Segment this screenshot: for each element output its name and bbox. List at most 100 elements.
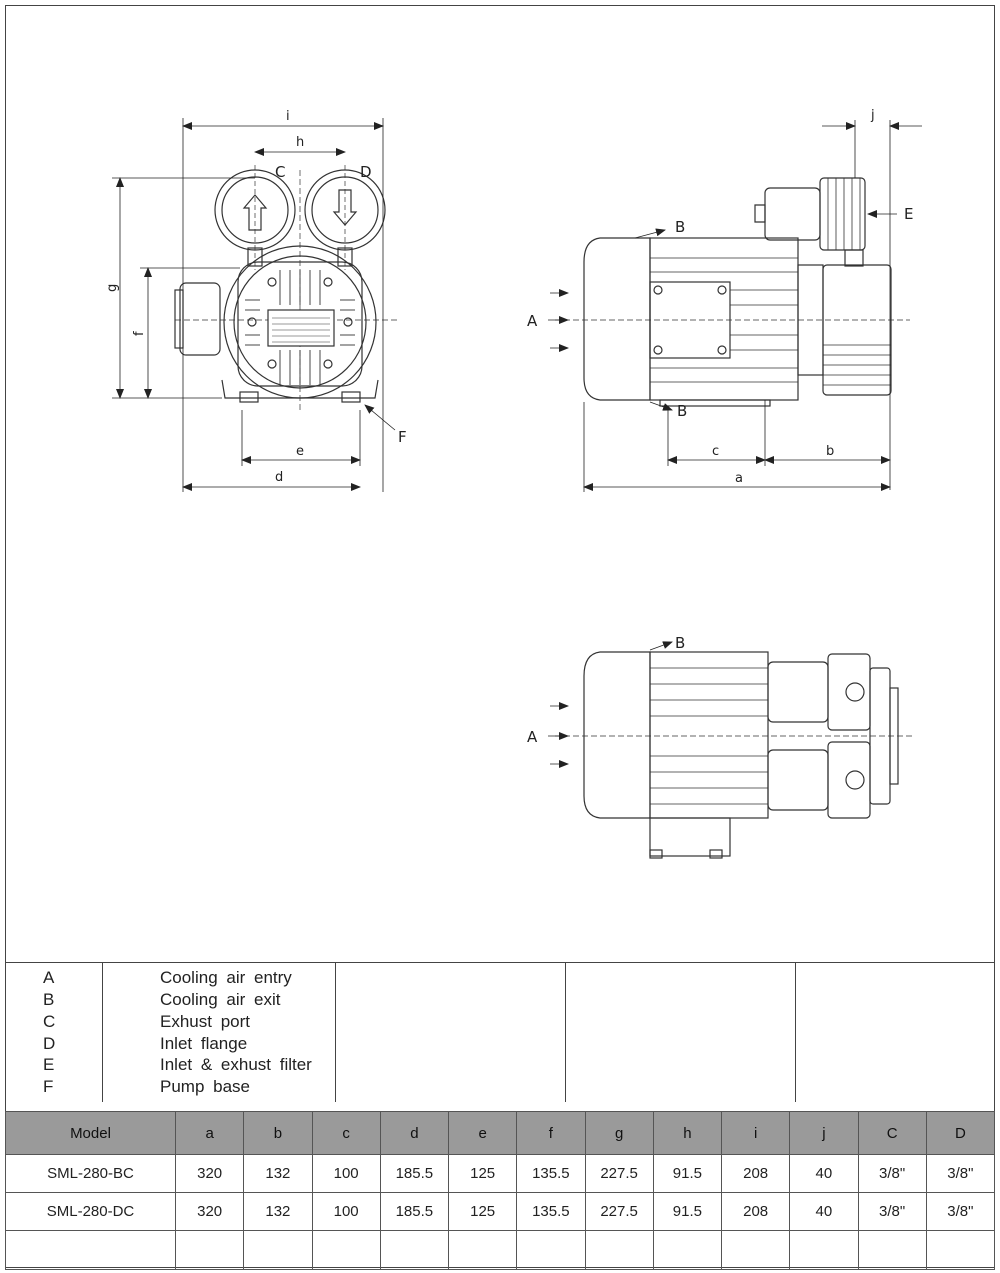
label-B-topview: B — [675, 634, 685, 652]
label-E: E — [904, 205, 913, 223]
table-cell: 91.5 — [652, 1154, 723, 1193]
dim-label-h: h — [296, 135, 304, 150]
legend-text: Inlet flange — [160, 1034, 248, 1053]
column-header: f — [516, 1111, 586, 1155]
table-cell: 100 — [311, 1192, 381, 1231]
label-D: D — [360, 163, 372, 181]
table-cell: 135.5 — [516, 1192, 586, 1231]
dim-label-c: c — [712, 444, 719, 459]
table-row-empty — [5, 1230, 996, 1270]
label-F: F — [398, 428, 407, 446]
table-cell: 3/8" — [857, 1192, 927, 1231]
table-cell: 132 — [243, 1192, 313, 1231]
legend-code: B — [43, 990, 55, 1009]
legend-code: F — [43, 1077, 54, 1096]
legend-blank-column — [335, 963, 566, 1102]
table-cell-empty — [243, 1230, 313, 1270]
table-cell: 208 — [720, 1154, 791, 1193]
table-cell: 227.5 — [584, 1192, 654, 1231]
dim-label-g: g — [105, 284, 120, 292]
table-cell: SML-280-BC — [5, 1154, 176, 1193]
label-A-side: A — [527, 312, 538, 330]
table-cell: 125 — [447, 1192, 518, 1231]
dim-label-i: i — [286, 109, 290, 124]
legend-blank-column — [565, 963, 796, 1102]
side-view-dimensions — [548, 120, 922, 492]
table-cell-empty — [720, 1230, 791, 1270]
dim-label-f: f — [132, 331, 147, 336]
table-cell-empty — [5, 1230, 176, 1270]
legend-text: Inlet & exhust filter — [160, 1055, 312, 1074]
legend-code: C — [43, 1012, 56, 1031]
table-cell: 135.5 — [516, 1154, 586, 1193]
table-cell-empty — [516, 1230, 586, 1270]
table-cell-empty — [789, 1230, 859, 1270]
dim-label-d: d — [275, 470, 283, 485]
column-header: d — [379, 1111, 450, 1155]
legend-text: Cooling air entry — [160, 968, 292, 987]
legend-divider — [102, 963, 103, 1102]
table-cell: 320 — [174, 1154, 245, 1193]
table-cell-empty — [857, 1230, 927, 1270]
diagram-labels: i h g f e d C D F j E B B A c b a B A — [105, 108, 913, 746]
dim-label-e: e — [296, 444, 304, 459]
column-header: a — [174, 1111, 245, 1155]
table-cell: 100 — [311, 1154, 381, 1193]
table-cell: 227.5 — [584, 1154, 654, 1193]
column-header: c — [311, 1111, 381, 1155]
column-header: e — [447, 1111, 518, 1155]
table-row: SML-280-DC 320 132 100 185.5 125 135.5 2… — [5, 1192, 996, 1231]
table-cell-empty — [584, 1230, 654, 1270]
table-cell: 3/8" — [925, 1192, 996, 1231]
table-header-row: Model a b c d e f g h i j C D — [5, 1111, 996, 1155]
label-C: C — [275, 163, 285, 181]
table-cell-empty — [379, 1230, 450, 1270]
table-cell: 125 — [447, 1154, 518, 1193]
legend-text: Cooling air exit — [160, 990, 281, 1009]
table-cell: 91.5 — [652, 1192, 723, 1231]
label-B-bottom: B — [677, 402, 687, 420]
side-view — [555, 177, 910, 407]
front-view-dimensions — [112, 118, 396, 492]
table-cell: 185.5 — [379, 1192, 450, 1231]
column-header: g — [584, 1111, 654, 1155]
dim-label-a: a — [735, 471, 743, 486]
column-header: b — [243, 1111, 313, 1155]
table-cell-empty — [447, 1230, 518, 1270]
table-cell: 40 — [789, 1192, 859, 1231]
legend-text: Exhust port — [160, 1012, 250, 1031]
top-view — [555, 651, 912, 859]
front-view — [174, 165, 400, 410]
legend-column — [5, 963, 336, 1102]
table-cell: 3/8" — [925, 1154, 996, 1193]
table-cell: 185.5 — [379, 1154, 450, 1193]
spec-table: Model a b c d e f g h i j C D SML-280-BC… — [5, 1111, 996, 1270]
table-cell-empty — [311, 1230, 381, 1270]
table-cell-empty — [652, 1230, 723, 1270]
table-cell: 132 — [243, 1154, 313, 1193]
table-cell: 320 — [174, 1192, 245, 1231]
table-cell: SML-280-DC — [5, 1192, 176, 1231]
technical-drawing: i h g f e d C D F j E B B A c b a B A — [105, 108, 922, 859]
top-view-arrows — [548, 641, 673, 768]
legend-code: A — [43, 968, 55, 987]
column-header: h — [652, 1111, 723, 1155]
table-cell-empty — [174, 1230, 245, 1270]
legend-panel: A Cooling air entry B Cooling air exit C… — [5, 962, 995, 1102]
table-cell: 40 — [789, 1154, 859, 1193]
column-header: Model — [5, 1111, 176, 1155]
legend-code: E — [43, 1055, 55, 1074]
table-cell-empty — [925, 1230, 996, 1270]
column-header: i — [720, 1111, 791, 1155]
legend-text: Pump base — [160, 1077, 250, 1096]
column-header: D — [925, 1111, 996, 1155]
table-cell: 3/8" — [857, 1154, 927, 1193]
label-B-top: B — [675, 218, 685, 236]
legend-code: D — [43, 1034, 56, 1053]
label-A-topview: A — [527, 728, 538, 746]
table-row: SML-280-BC 320 132 100 185.5 125 135.5 2… — [5, 1154, 996, 1193]
column-header: C — [857, 1111, 927, 1155]
table-cell: 208 — [720, 1192, 791, 1231]
column-header: j — [789, 1111, 859, 1155]
dim-label-j: j — [870, 108, 875, 123]
